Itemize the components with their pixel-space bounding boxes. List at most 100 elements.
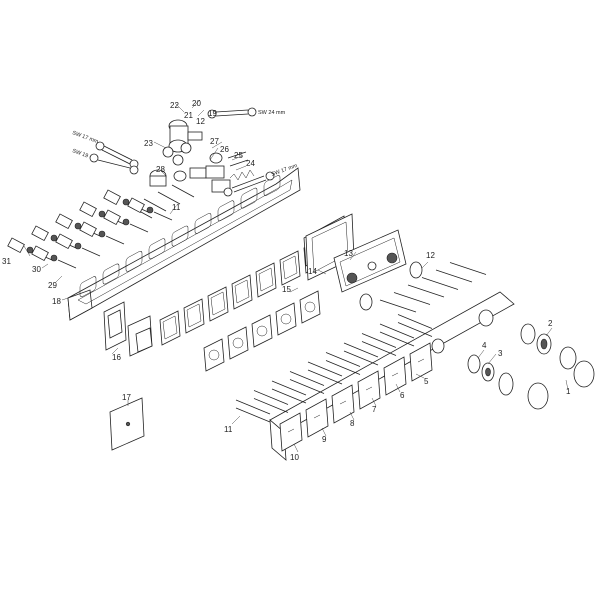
screw	[157, 191, 181, 205]
callout-23: 23	[144, 139, 153, 148]
screw-set	[129, 184, 487, 423]
valve-nut	[74, 242, 82, 250]
callout-19: 19	[208, 109, 217, 118]
cover-plate-inner	[258, 267, 274, 292]
screw	[449, 262, 487, 275]
valve-body	[79, 201, 97, 218]
button-symbol	[287, 428, 295, 433]
seal-pads	[203, 290, 321, 372]
valve-nut	[26, 246, 34, 254]
cover-plate	[279, 250, 301, 286]
frame-window	[194, 213, 212, 234]
valve-stem	[129, 223, 149, 233]
valve-body	[55, 213, 73, 230]
screw	[271, 388, 307, 404]
cover-plate-inner	[210, 291, 226, 316]
cover-plate-inner	[282, 255, 298, 280]
callout-17: 17	[122, 393, 131, 402]
seal-pad	[251, 314, 273, 348]
callout-21: 21	[184, 111, 193, 120]
screw	[397, 314, 433, 329]
button-symbol	[417, 358, 425, 363]
callout-25: 25	[234, 151, 243, 160]
wrench-sw24	[207, 107, 257, 119]
seal-pad-hole	[256, 325, 268, 337]
cover-plate-inner	[162, 315, 178, 340]
screw	[421, 277, 459, 290]
callout-8: 8	[350, 419, 355, 428]
valve-nut	[50, 254, 58, 262]
valve-body	[103, 189, 121, 206]
button-symbol	[313, 414, 321, 419]
callout-16: 16	[112, 353, 121, 362]
callout-1: 1	[566, 387, 571, 396]
cover-plate-inner	[186, 303, 202, 328]
callout-13: 13	[344, 249, 353, 258]
callout-11-bottom: 11	[224, 425, 233, 434]
selector-button	[305, 398, 329, 438]
screw	[171, 184, 195, 198]
screw	[361, 341, 397, 356]
cover-plate	[159, 310, 181, 346]
cover-plate-inner	[234, 279, 250, 304]
valve-body	[31, 225, 49, 242]
seal-pad	[203, 338, 225, 372]
screw	[343, 350, 379, 366]
callout-11-top: 11	[172, 203, 181, 212]
valve-nut	[74, 222, 82, 230]
valve-body	[55, 233, 73, 250]
screw	[379, 331, 415, 347]
valve-nut	[98, 230, 106, 238]
wrench-sw17a	[95, 141, 139, 169]
o-rings	[359, 261, 423, 311]
mounting-plates	[103, 301, 153, 357]
callout-6: 6	[400, 391, 405, 400]
callout-24: 24	[246, 159, 255, 168]
screw	[271, 380, 307, 396]
frame-window	[240, 187, 258, 209]
valve-stem	[105, 235, 125, 245]
wrench-sw17b	[223, 171, 275, 197]
callout-9: 9	[322, 435, 327, 444]
callout-26: 26	[220, 145, 229, 154]
single-plate	[109, 397, 145, 451]
callout-5: 5	[424, 377, 429, 386]
seal-pad-hole	[304, 301, 316, 313]
screw	[343, 342, 379, 358]
callout-2: 2	[548, 319, 553, 328]
wrench-label-sw19: SW 19	[71, 148, 89, 159]
thermostat-knob-assembly	[467, 323, 595, 410]
frame-window	[217, 200, 235, 222]
valve-body	[79, 221, 97, 238]
selector-button	[331, 384, 355, 424]
valve-box	[305, 213, 407, 293]
valve-stem	[153, 211, 173, 221]
wrench-label-sw24: SW 24 mm	[258, 110, 286, 116]
valve-nut	[50, 234, 58, 242]
valve-nut	[146, 206, 154, 214]
callout-28: 28	[156, 165, 165, 174]
seal-pad-hole	[208, 349, 220, 361]
callout-20: 20	[192, 99, 201, 108]
screw	[143, 198, 167, 212]
screw	[397, 322, 433, 337]
callout-10: 10	[290, 453, 299, 462]
frame-window	[125, 250, 143, 272]
screw	[253, 398, 289, 413]
screw	[379, 299, 417, 313]
cover-plate	[255, 262, 277, 298]
valve-body	[103, 209, 121, 226]
valve-body	[127, 197, 145, 214]
frame-window	[148, 238, 166, 260]
screw	[253, 390, 289, 405]
seal-pad	[299, 290, 321, 324]
callout-30: 30	[32, 265, 41, 274]
leader-lines	[23, 99, 569, 453]
callout-29: 29	[48, 281, 57, 290]
frame-window	[79, 276, 97, 297]
callout-27: 27	[210, 137, 219, 146]
valve-row	[7, 189, 173, 269]
valve-nut	[98, 210, 106, 218]
valve-stem	[57, 259, 77, 269]
seal-pad	[275, 302, 297, 336]
